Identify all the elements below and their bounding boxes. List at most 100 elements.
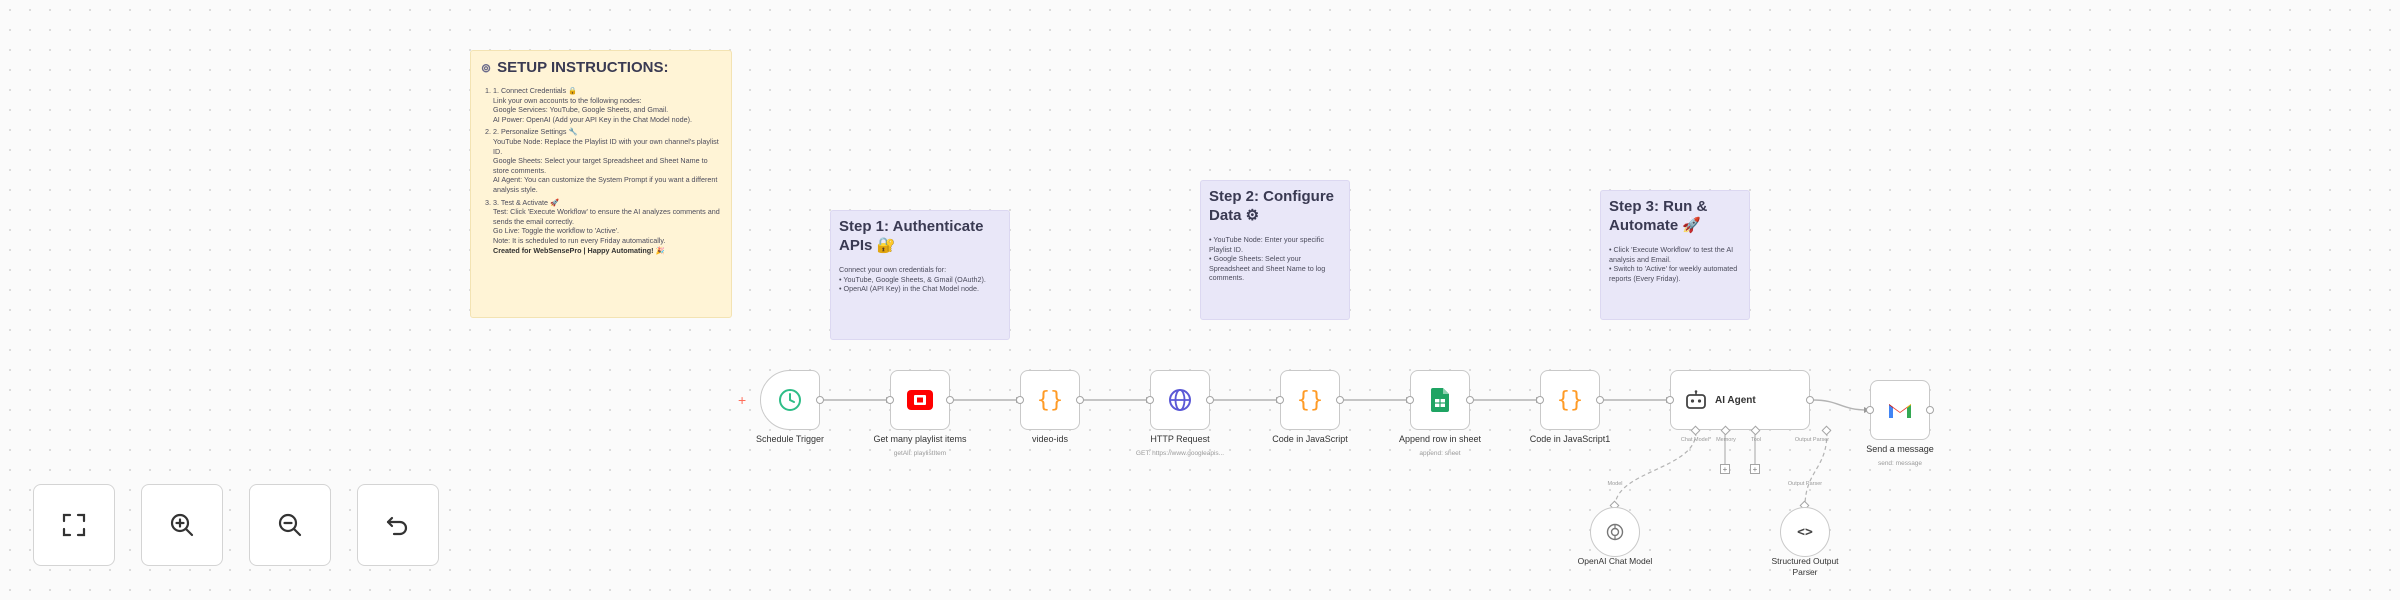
chat-model-port-label: Chat Model* xyxy=(1680,437,1712,443)
input-port[interactable] xyxy=(1866,406,1874,414)
step1-line: Connect your own credentials for: xyxy=(839,265,947,274)
step2-body: • YouTube Node: Enter your specific Play… xyxy=(1209,235,1341,283)
step3-line: • Switch to 'Active' for weekly automate… xyxy=(1609,264,1738,283)
code-js1-node[interactable]: {} xyxy=(1540,370,1600,430)
add-trigger-plus-icon[interactable]: + xyxy=(738,392,747,408)
step1-line: • YouTube, Google Sheets, & Gmail (OAuth… xyxy=(839,274,986,284)
code-js1-label: Code in JavaScript1 xyxy=(1529,434,1611,444)
playlist-node-sublabel: getAll: playlistItem xyxy=(893,450,947,457)
undo-icon xyxy=(386,516,408,536)
zoom-out-button[interactable] xyxy=(249,484,331,566)
output-port[interactable] xyxy=(1926,406,1934,414)
setup-credit: Created for WebSensePro | Happy Automati… xyxy=(493,245,665,255)
zoom-out-icon xyxy=(278,513,302,537)
setup-step-line: AI Power: OpenAI (Add your API Key in th… xyxy=(493,114,692,124)
setup-instructions-note[interactable]: ⊚ SETUP INSTRUCTIONS: 1. Connect Credent… xyxy=(470,50,732,318)
step2-line: • Google Sheets: Select your Spreadsheet… xyxy=(1209,254,1326,283)
ai-agent-node[interactable]: AI Agent xyxy=(1670,370,1810,430)
memory-port-label: Memory xyxy=(1716,437,1736,443)
lock-badge-icon: ⊚ xyxy=(481,60,492,75)
http-request-node[interactable] xyxy=(1150,370,1210,430)
step2-title: Step 2: Configure Data ⚙ xyxy=(1209,188,1335,224)
output-port[interactable] xyxy=(1206,396,1214,404)
output-port[interactable] xyxy=(946,396,954,404)
reset-zoom-button[interactable] xyxy=(357,484,439,566)
add-memory-button[interactable]: + xyxy=(1720,464,1730,474)
wire-agent-gmail xyxy=(1812,399,1869,411)
input-port[interactable] xyxy=(1016,396,1024,404)
video-ids-node[interactable]: {} xyxy=(1020,370,1080,430)
setup-step-line: Google Services: YouTube, Google Sheets,… xyxy=(493,105,669,115)
setup-note-title-row: ⊚ SETUP INSTRUCTIONS: xyxy=(481,59,721,76)
output-port[interactable] xyxy=(1336,396,1344,404)
output-port[interactable] xyxy=(1806,396,1814,404)
setup-steps-list: 1. Connect Credentials 🔒 Link your own a… xyxy=(481,86,721,255)
setup-step-heading: 1. Connect Credentials 🔒 xyxy=(493,86,578,95)
step1-title: Step 1: Authenticate APIs 🔐 xyxy=(839,218,984,254)
input-port[interactable] xyxy=(886,396,894,404)
openai-icon xyxy=(1606,523,1624,541)
schedule-trigger-label: Schedule Trigger xyxy=(755,434,825,444)
http-request-sublabel: GET: https://www.googleapis... xyxy=(1135,450,1225,457)
append-row-label: Append row in sheet xyxy=(1398,434,1482,444)
code-js-label: Code in JavaScript xyxy=(1272,434,1348,444)
wire-agent-parser xyxy=(1804,431,1828,508)
step1-body: Connect your own credentials for: • YouT… xyxy=(839,265,1001,294)
setup-step: 3. Test & Activate 🚀 Test: Click 'Execut… xyxy=(493,198,721,256)
step1-line: • OpenAI (API Key) in the Chat Model nod… xyxy=(839,284,979,294)
setup-step-heading: 3. Test & Activate 🚀 xyxy=(493,197,559,207)
setup-step-line: Google Sheets: Select your target Spread… xyxy=(493,156,708,175)
zoom-in-button[interactable] xyxy=(141,484,223,566)
setup-step-heading: 2. Personalize Settings 🔧 xyxy=(493,127,578,137)
fit-view-button[interactable] xyxy=(33,484,115,566)
setup-note-title: SETUP INSTRUCTIONS: xyxy=(497,59,669,76)
step3-body: • Click 'Execute Workflow' to test the A… xyxy=(1609,245,1741,283)
append-row-sublabel: append: sheet xyxy=(1419,450,1461,457)
input-port[interactable] xyxy=(1276,396,1284,404)
output-port[interactable] xyxy=(1466,396,1474,404)
input-port[interactable] xyxy=(1536,396,1544,404)
http-request-label: HTTP Request xyxy=(1150,434,1210,444)
output-parser-port-label: Output Parser xyxy=(1794,437,1830,443)
step3-note[interactable]: Step 3: Run & Automate 🚀 • Click 'Execut… xyxy=(1600,190,1750,320)
openai-port-label: Model xyxy=(1607,481,1623,487)
append-row-sheet-node[interactable] xyxy=(1410,370,1470,430)
setup-step-line: YouTube Node: Replace the Playlist ID wi… xyxy=(493,136,719,156)
openai-chat-model-node[interactable] xyxy=(1590,507,1640,557)
code-angle-icon: <> xyxy=(1797,524,1813,540)
structured-output-parser-node[interactable]: <> xyxy=(1780,507,1830,557)
step3-line: • Click 'Execute Workflow' to test the A… xyxy=(1609,245,1734,264)
output-port[interactable] xyxy=(1076,396,1084,404)
step1-note[interactable]: Step 1: Authenticate APIs 🔐 Connect your… xyxy=(830,210,1010,340)
wire-agent-openai xyxy=(1614,431,1697,508)
setup-step: 1. Connect Credentials 🔒 Link your own a… xyxy=(493,86,721,124)
add-tool-button[interactable]: + xyxy=(1750,464,1760,474)
video-ids-label: video-ids xyxy=(1031,434,1069,444)
setup-step-line: Go Live: Toggle the workflow to 'Active'… xyxy=(493,226,620,236)
setup-step-line: AI Agent: You can customize the System P… xyxy=(493,175,718,194)
output-port[interactable] xyxy=(1596,396,1604,404)
setup-step-line: Link your own accounts to the following … xyxy=(493,95,642,105)
google-sheets-icon xyxy=(1431,388,1449,412)
globe-icon xyxy=(1169,389,1191,411)
playlist-node-label: Get many playlist items xyxy=(873,434,967,444)
fullscreen-icon xyxy=(62,513,86,537)
send-message-label: Send a message xyxy=(1866,444,1934,454)
output-port[interactable] xyxy=(816,396,824,404)
code-js-node[interactable]: {} xyxy=(1280,370,1340,430)
input-port[interactable] xyxy=(1406,396,1414,404)
setup-step-line: Test: Click 'Execute Workflow' to ensure… xyxy=(493,207,720,226)
code-braces-icon: {} xyxy=(1556,387,1584,413)
ai-agent-label: AI Agent xyxy=(1715,394,1756,406)
input-port[interactable] xyxy=(1146,396,1154,404)
youtube-icon xyxy=(907,390,933,410)
openai-chat-model-label: OpenAI Chat Model xyxy=(1577,556,1653,566)
get-playlist-items-node[interactable] xyxy=(890,370,950,430)
schedule-trigger-node[interactable] xyxy=(760,370,820,430)
output-parser-port[interactable] xyxy=(1821,425,1832,436)
step2-line: • YouTube Node: Enter your specific Play… xyxy=(1209,235,1324,254)
step2-note[interactable]: Step 2: Configure Data ⚙ • YouTube Node:… xyxy=(1200,180,1350,320)
send-message-node[interactable] xyxy=(1870,380,1930,440)
input-port[interactable] xyxy=(1666,396,1674,404)
